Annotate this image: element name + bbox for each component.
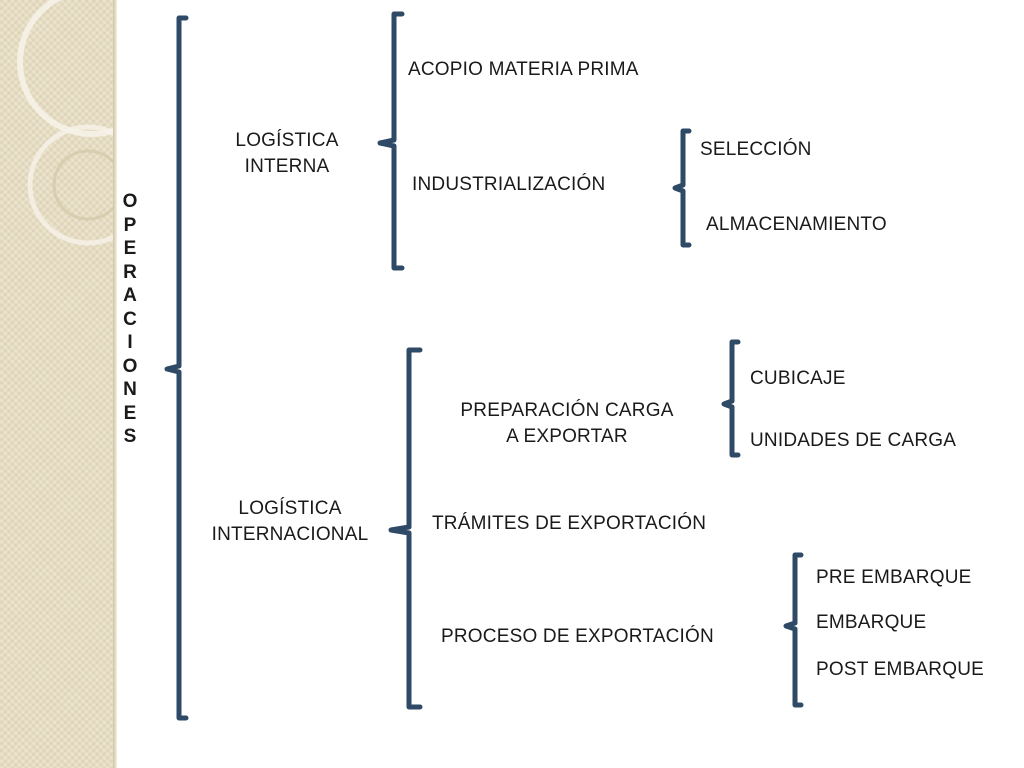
node-line: PREPARACIÓN CARGA xyxy=(460,400,674,421)
root-letter: O xyxy=(122,191,138,212)
node-almacenamiento: ALMACENAMIENTO xyxy=(706,214,887,235)
node-acopio-materia-prima: ACOPIO MATERIA PRIMA xyxy=(408,59,639,80)
bracket-preparacion-carga xyxy=(721,339,741,458)
root-letter: O xyxy=(122,355,138,377)
node-logistica-internacional: LOGÍSTICA INTERNACIONAL xyxy=(194,496,386,548)
node-embarque: EMBARQUE xyxy=(816,612,927,633)
node-proceso-de-exportacion: PROCESO DE EXPORTACIÓN xyxy=(441,626,714,647)
root-operaciones-label: O P E R A C I O N E S xyxy=(113,190,147,449)
root-letter: P xyxy=(123,214,137,236)
root-letter: N xyxy=(123,379,137,400)
bracket-logistica-interna xyxy=(377,11,405,271)
node-unidades-de-carga: UNIDADES DE CARGA xyxy=(750,430,957,451)
bracket-logistica-internacional xyxy=(388,347,423,710)
node-line: LOGÍSTICA xyxy=(238,498,342,519)
decorative-side-panel xyxy=(0,0,113,768)
decorative-rings xyxy=(17,0,113,246)
node-post-embarque: POST EMBARQUE xyxy=(816,659,985,680)
node-preparacion-carga: PREPARACIÓN CARGA A EXPORTAR xyxy=(436,398,698,450)
bracket-operaciones xyxy=(164,15,189,721)
root-letter: A xyxy=(123,285,137,306)
node-industrializacion: INDUSTRIALIZACIÓN xyxy=(412,174,606,195)
node-pre-embarque: PRE EMBARQUE xyxy=(816,567,972,588)
root-letter: R xyxy=(123,261,137,283)
bracket-industrializacion xyxy=(672,128,692,248)
panel-edge xyxy=(113,0,117,768)
root-letter: I xyxy=(127,332,133,353)
node-line: A EXPORTAR xyxy=(506,426,628,447)
root-letter: E xyxy=(123,238,137,259)
node-seleccion: SELECCIÓN xyxy=(700,139,812,160)
root-letter: E xyxy=(123,402,137,424)
node-tramites-de-exportacion: TRÁMITES DE EXPORTACIÓN xyxy=(432,513,707,534)
node-line: INTERNA xyxy=(244,156,330,177)
root-letter: C xyxy=(123,308,137,330)
node-line: INTERNACIONAL xyxy=(211,524,369,545)
node-logistica-interna: LOGÍSTICA INTERNA xyxy=(222,128,352,180)
node-cubicaje: CUBICAJE xyxy=(750,368,846,389)
root-letter: S xyxy=(123,426,137,447)
node-line: LOGÍSTICA xyxy=(235,130,339,151)
bracket-proceso-exportacion xyxy=(783,552,804,708)
